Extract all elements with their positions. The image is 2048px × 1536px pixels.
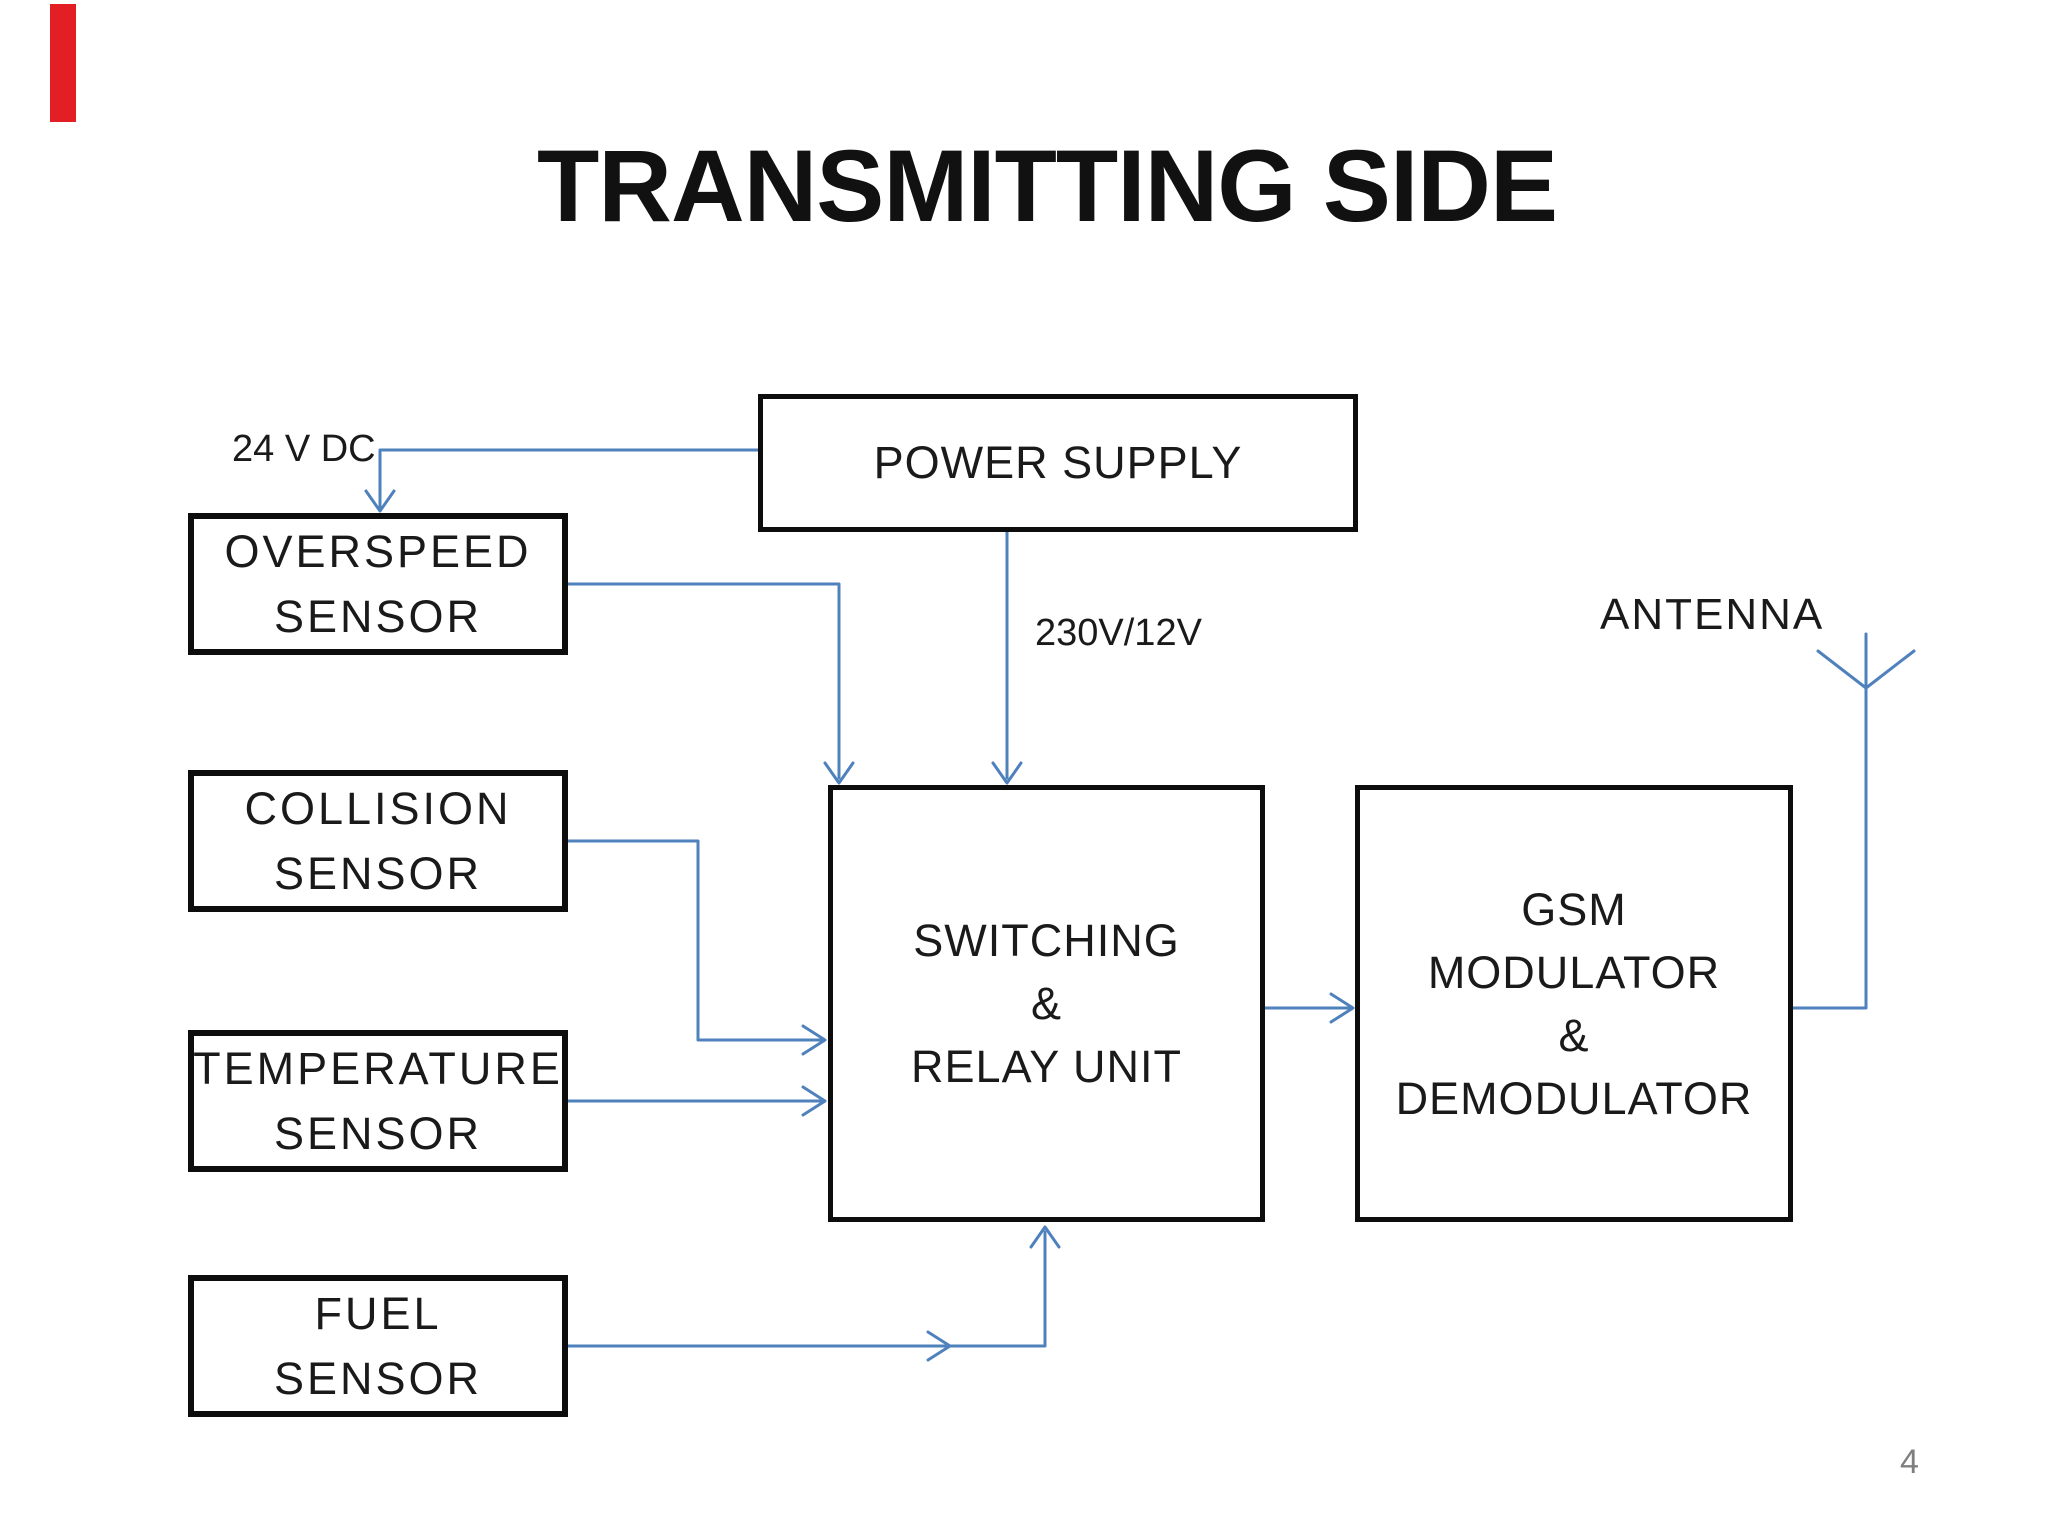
230v-12v-label: 230V/12V — [1035, 612, 1202, 654]
connector-fuel-to-switching — [566, 1230, 1047, 1348]
arrowhead-down-overspeed-line — [823, 761, 855, 785]
24v-dc-label: 24 V DC — [232, 428, 376, 470]
arrowhead-down-ps — [991, 761, 1023, 785]
power-supply-label: POWER SUPPLY — [873, 437, 1243, 488]
overspeed-sensor-label: OVERSPEED SENSOR — [224, 525, 532, 642]
antenna-left-arm — [1816, 649, 1868, 690]
connector-overspeed-to-switching — [566, 582, 841, 780]
connector-gsm-to-antenna — [1791, 632, 1868, 1010]
temperature-sensor-label: TEMPERATURE SENSOR — [193, 1042, 563, 1159]
connector-collision-to-switching — [566, 839, 824, 1042]
connector-ps-to-overspeed — [378, 448, 764, 510]
fuel-sensor-label: FUEL SENSOR — [273, 1287, 483, 1404]
switching-relay-unit-box: SWITCHING & RELAY UNIT — [828, 785, 1265, 1222]
switching-relay-unit-label: SWITCHING & RELAY UNIT — [911, 915, 1182, 1092]
overspeed-sensor-box: OVERSPEED SENSOR — [188, 513, 568, 655]
arrowhead-right-temperature — [801, 1085, 827, 1117]
slide-title: TRANSMITTING SIDE — [537, 129, 1558, 243]
temperature-sensor-box: TEMPERATURE SENSOR — [188, 1030, 568, 1172]
power-supply-box: POWER SUPPLY — [758, 394, 1358, 532]
antenna-label: ANTENNA — [1600, 590, 1825, 639]
gsm-modulator-demodulator-label: GSM MODULATOR & DEMODULATOR — [1395, 883, 1753, 1124]
red-accent-bar — [50, 4, 76, 122]
arrowhead-right-collision — [801, 1024, 827, 1056]
gsm-modulator-demodulator-box: GSM MODULATOR & DEMODULATOR — [1355, 785, 1793, 1222]
collision-sensor-box: COLLISION SENSOR — [188, 770, 568, 912]
antenna-right-arm — [1864, 649, 1916, 690]
arrowhead-down-overspeed — [364, 489, 396, 513]
arrowhead-up-fuel — [1029, 1225, 1061, 1249]
arrowhead-right-gsm — [1329, 992, 1355, 1024]
arrowhead-right-fuel-midline — [926, 1330, 952, 1362]
collision-sensor-label: COLLISION SENSOR — [244, 782, 512, 899]
page-number: 4 — [1900, 1443, 1919, 1481]
fuel-sensor-box: FUEL SENSOR — [188, 1275, 568, 1417]
